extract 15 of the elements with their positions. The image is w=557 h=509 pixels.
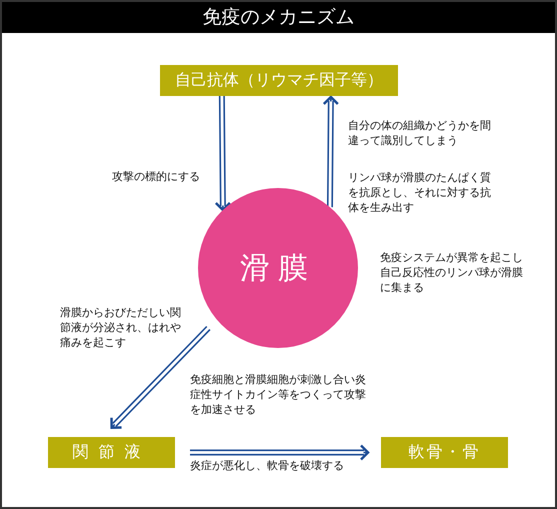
double-arrow	[110, 326, 211, 429]
label-box: 軟骨・骨	[381, 437, 508, 468]
edge-label: 攻撃の標的にする	[112, 169, 201, 184]
note-text: 免疫細胞と滑膜細胞が刺激し合い炎症性サイトカイン等をつくって攻撃を加速させる	[190, 372, 367, 417]
note-text: 免疫システムが異常を起こし自己反応性のリンパ球が滑膜に集まる	[380, 250, 524, 295]
edge-label: 滑膜からおびただしい関節液が分泌され、はれや痛みを起こす	[60, 305, 182, 350]
note-text: リンパ球が滑膜のたんぱく質を抗原とし、それに対する抗体を生み出す	[348, 170, 492, 215]
label-box: 自己抗体（リウマチ因子等）	[160, 65, 398, 96]
note-text: 自分の体の組織かどうかを間違って識別してしまう	[348, 118, 492, 148]
double-arrow	[214, 95, 232, 212]
double-arrow	[189, 444, 370, 461]
double-arrow	[322, 96, 340, 208]
label-box: 関節液	[48, 437, 175, 468]
edge-label: 炎症が悪化し、軟骨を破壊する	[190, 458, 345, 473]
title-bar: 免疫のメカニズム	[2, 2, 555, 33]
